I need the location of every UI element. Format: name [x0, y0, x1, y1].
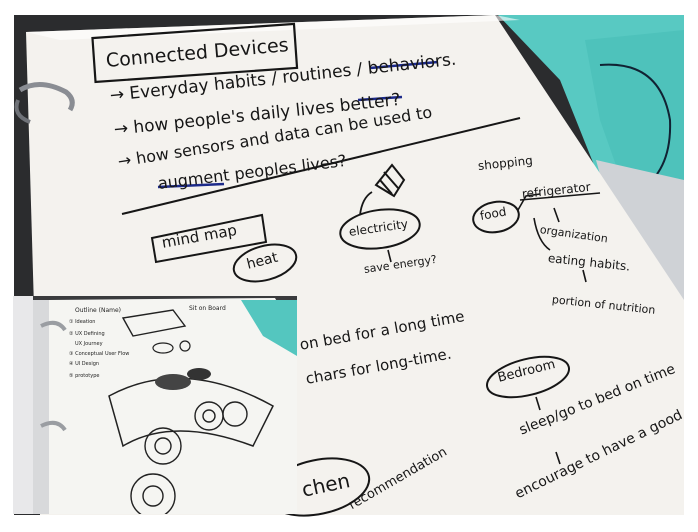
inset-item-2: ② UX Defining	[69, 331, 105, 337]
sticky-note-front	[585, 30, 684, 215]
inset-ring-bottom	[40, 420, 67, 432]
inset-heading: Outline (Name)	[75, 307, 121, 314]
inset-top-note: Sit on Board	[189, 305, 226, 312]
inset-item-3: UX Journey	[75, 341, 103, 347]
inset-photo: Outline (Name) Sit on Board ① Ideation ②…	[13, 296, 297, 514]
binder-ring-top	[18, 82, 75, 112]
inset-item-4: ③ Conceptual User Flow	[69, 351, 130, 357]
inset-drawing	[13, 296, 297, 514]
inset-item-1: ① Ideation	[69, 319, 96, 325]
inset-item-6: ⑤ prototype	[69, 373, 100, 379]
title-box	[91, 22, 299, 84]
inset-item-5: ④ UI Design	[69, 361, 100, 367]
house-icon	[374, 163, 406, 198]
inset-ring-top	[40, 320, 67, 332]
